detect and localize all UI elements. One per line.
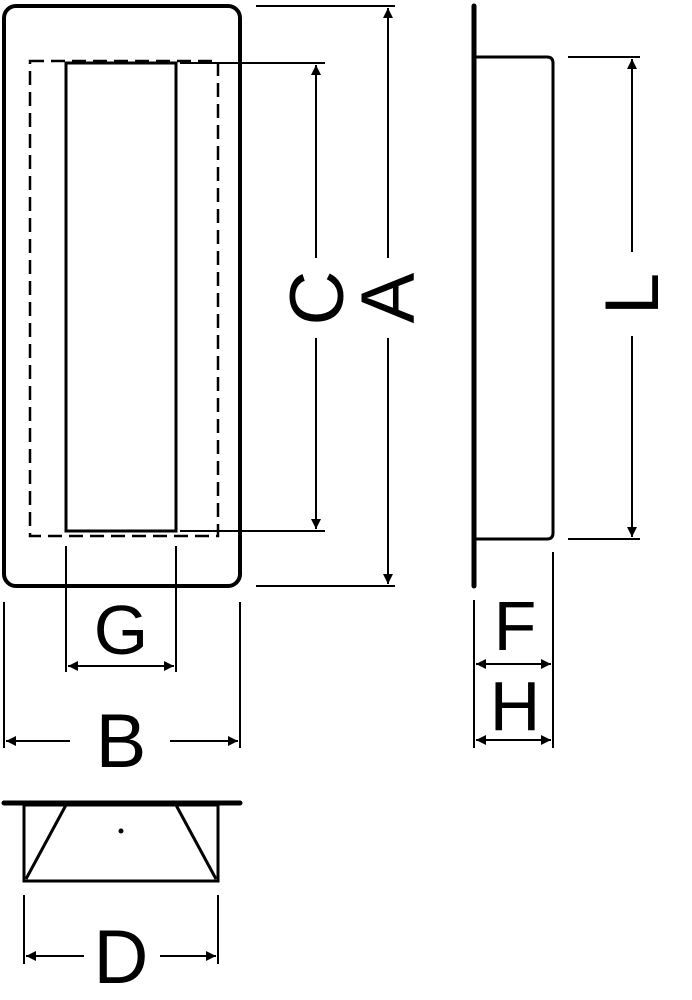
dimension-label-f: F: [494, 587, 537, 665]
dimension-g: [65, 546, 177, 672]
front-view: [2, 4, 242, 588]
dimension-label-c: C: [275, 271, 360, 326]
dimension-label-d: D: [94, 915, 149, 1000]
center-point: [118, 828, 124, 834]
dimension-c: [180, 62, 325, 532]
side-body-outline: [474, 55, 555, 541]
dimension-d: [23, 895, 219, 964]
dimension-label-l: L: [590, 273, 675, 315]
dimension-label-g: G: [94, 591, 148, 669]
dimension-l: [568, 56, 640, 540]
side-view: [471, 3, 555, 589]
inner-opening-outline: [64, 61, 178, 533]
bottom-right-bevel: [174, 804, 218, 880]
dimension-b: [3, 602, 241, 748]
bottom-left-bevel: [24, 804, 68, 880]
dimension-label-h: H: [490, 667, 541, 745]
bottom-view: [1, 800, 243, 883]
dimension-label-a: A: [346, 272, 431, 323]
dimension-a: [256, 5, 395, 587]
outer-flange-outline: [2, 4, 242, 588]
dimension-f: [473, 552, 554, 748]
bottom-cup-outline: [22, 803, 220, 883]
hidden-cup-outline: [28, 59, 220, 538]
dimension-label-b: B: [96, 699, 147, 784]
